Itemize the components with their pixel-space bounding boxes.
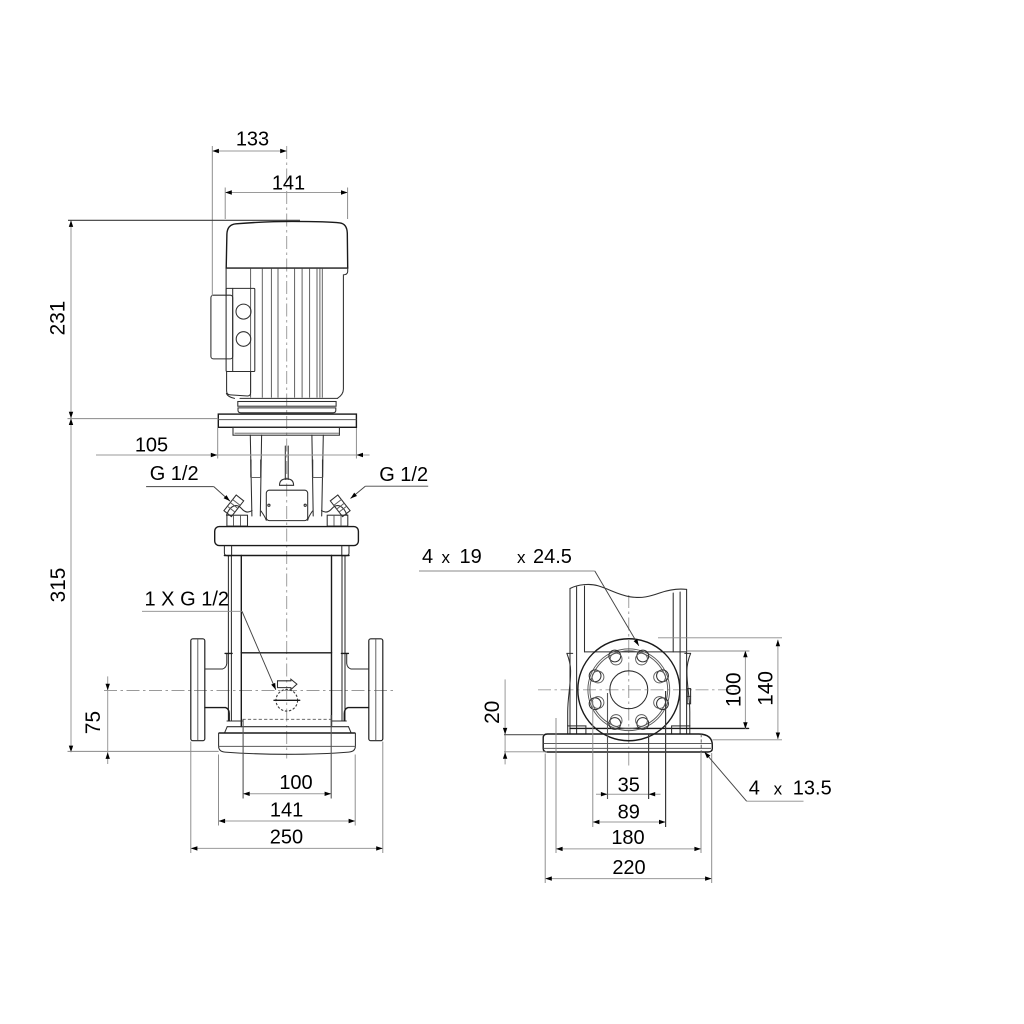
svg-text:100: 100 (279, 772, 312, 794)
svg-text:35: 35 (618, 774, 640, 796)
svg-text:220: 220 (612, 857, 645, 879)
svg-text:G 1/2: G 1/2 (150, 463, 199, 485)
svg-text:75: 75 (82, 711, 105, 734)
svg-text:180: 180 (611, 827, 644, 849)
svg-text:89: 89 (618, 802, 640, 824)
svg-text:133: 133 (236, 129, 269, 151)
svg-text:100: 100 (723, 672, 746, 707)
svg-text:140: 140 (754, 671, 777, 706)
svg-text:20: 20 (481, 701, 504, 724)
svg-text:141: 141 (270, 800, 303, 822)
svg-text:315: 315 (47, 568, 70, 603)
svg-text:250: 250 (270, 827, 303, 849)
svg-text:G 1/2: G 1/2 (379, 464, 428, 486)
svg-text:1 X G 1/2: 1 X G 1/2 (145, 588, 230, 610)
svg-text:105: 105 (135, 435, 168, 457)
svg-text:141: 141 (272, 173, 305, 195)
svg-text:231: 231 (47, 301, 70, 336)
